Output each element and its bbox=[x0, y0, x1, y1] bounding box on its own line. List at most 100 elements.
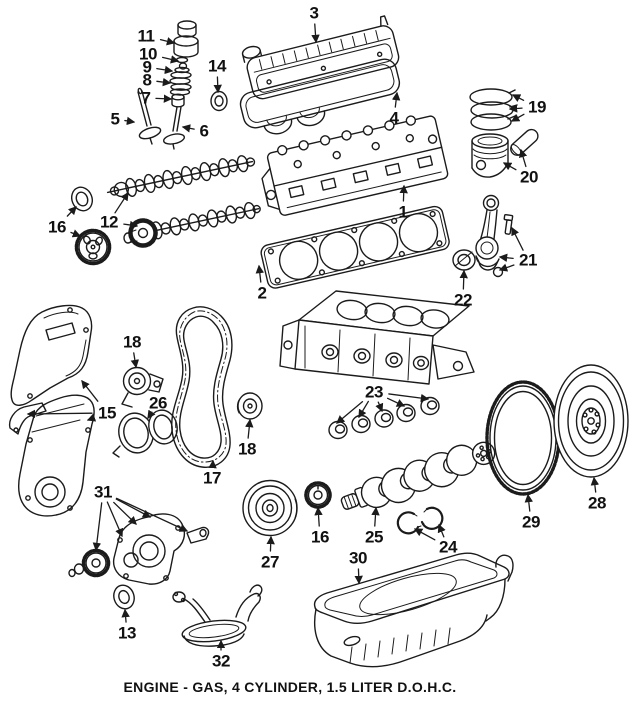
grommet-seal-drawing bbox=[210, 90, 228, 112]
idler-pulley-drawing bbox=[236, 392, 263, 420]
camshaft-sprocket-drawing bbox=[123, 218, 158, 248]
rod-bearing-drawing bbox=[452, 249, 476, 271]
crankshaft-drawing bbox=[340, 441, 496, 510]
callout-label-30: 30 bbox=[349, 548, 367, 568]
leader-line-31 bbox=[92, 502, 103, 552]
piston-pin-drawing bbox=[510, 128, 539, 156]
callout-label-22: 22 bbox=[454, 290, 472, 310]
seal-pair-drawing bbox=[112, 409, 178, 458]
leader-line-20 bbox=[518, 148, 528, 168]
callout-label-16: 16 bbox=[311, 527, 329, 547]
leader-line-27 bbox=[266, 535, 275, 552]
leader-line-11 bbox=[159, 37, 176, 46]
callout-label-12: 12 bbox=[100, 212, 118, 232]
callout-label-14: 14 bbox=[208, 56, 226, 76]
leader-line-5 bbox=[124, 116, 136, 126]
leader-line-31 bbox=[115, 498, 152, 518]
leader-line-18 bbox=[130, 352, 140, 369]
callout-label-3: 3 bbox=[309, 3, 319, 23]
callout-label-29: 29 bbox=[522, 512, 540, 532]
callout-label-20: 20 bbox=[520, 167, 538, 187]
callout-label-18: 18 bbox=[123, 332, 141, 352]
callout-label-7: 7 bbox=[141, 88, 151, 108]
callout-label-17: 17 bbox=[203, 468, 221, 488]
piston-drawing bbox=[471, 133, 509, 178]
leader-line-23 bbox=[336, 400, 364, 424]
leader-line-7 bbox=[155, 94, 173, 103]
leader-line-16 bbox=[70, 229, 82, 238]
diagram-caption: ENGINE - GAS, 4 CYLINDER, 1.5 LITER D.O.… bbox=[123, 679, 457, 695]
callout-label-6: 6 bbox=[199, 121, 209, 141]
timing-cover-upper-drawing bbox=[10, 304, 93, 406]
callout-label-24: 24 bbox=[439, 537, 457, 557]
leader-line-8 bbox=[156, 77, 172, 87]
snap-rings-drawing bbox=[396, 506, 444, 535]
callout-label-23: 23 bbox=[365, 382, 383, 402]
callout-label-18: 18 bbox=[238, 439, 256, 459]
callout-leader-lines bbox=[26, 23, 600, 651]
leader-line-23 bbox=[388, 393, 430, 403]
valve-spring-drawing bbox=[169, 66, 192, 96]
leader-line-31 bbox=[113, 501, 137, 525]
leader-line-18 bbox=[245, 418, 254, 439]
leader-line-25 bbox=[371, 506, 380, 527]
callout-label-15: 15 bbox=[98, 403, 116, 423]
leader-line-15 bbox=[26, 409, 93, 419]
leader-line-22 bbox=[459, 269, 468, 290]
leader-line-12 bbox=[114, 191, 129, 214]
leader-line-12 bbox=[123, 220, 139, 230]
leader-line-6 bbox=[181, 124, 195, 133]
leader-line-9 bbox=[156, 65, 174, 75]
camshaft-gear-drawing bbox=[74, 228, 112, 266]
callout-label-13: 13 bbox=[118, 623, 136, 643]
callout-label-1: 1 bbox=[398, 202, 408, 222]
leader-line-16 bbox=[314, 506, 323, 527]
cylinder-head-drawing bbox=[261, 115, 449, 216]
timing-belt-drawing bbox=[171, 306, 233, 468]
ring-gear-drawing bbox=[485, 380, 561, 496]
leader-line-4 bbox=[391, 91, 401, 108]
leader-line-19 bbox=[511, 94, 525, 102]
callout-label-11: 11 bbox=[137, 26, 155, 46]
callout-label-26: 26 bbox=[149, 393, 167, 413]
callout-label-31: 31 bbox=[94, 482, 112, 502]
callout-label-19: 19 bbox=[528, 97, 546, 117]
camshaft-seal-drawing bbox=[70, 186, 94, 212]
leader-line-21 bbox=[511, 226, 524, 251]
leader-line-3 bbox=[311, 23, 320, 44]
timing-cover-bracket-drawing bbox=[8, 402, 47, 435]
leader-line-16 bbox=[66, 206, 77, 217]
callout-label-32: 32 bbox=[212, 651, 230, 671]
front-seal-drawing bbox=[113, 584, 135, 610]
valve-cover-drawing bbox=[241, 15, 400, 100]
callout-label-25: 25 bbox=[365, 527, 383, 547]
main-bearings-drawing bbox=[328, 396, 440, 440]
crank-gear-drawing bbox=[304, 481, 332, 509]
callout-label-28: 28 bbox=[588, 493, 606, 513]
oil-pump-drawing bbox=[68, 513, 210, 585]
leader-line-21 bbox=[498, 253, 514, 262]
leader-line-21 bbox=[498, 263, 515, 272]
leader-line-2 bbox=[255, 264, 264, 283]
valve-seal-drawing bbox=[171, 93, 185, 108]
callout-label-16: 16 bbox=[48, 217, 66, 237]
leader-line-23 bbox=[375, 401, 384, 413]
oil-pickup-drawing bbox=[172, 584, 263, 647]
callout-label-27: 27 bbox=[261, 552, 279, 572]
camshaft-exhaust-drawing bbox=[150, 201, 261, 240]
leader-line-15 bbox=[81, 380, 99, 402]
callout-label-5: 5 bbox=[110, 109, 120, 129]
valve-lifter-drawing bbox=[173, 20, 199, 58]
leader-line-19 bbox=[510, 113, 525, 122]
leader-line-23 bbox=[358, 400, 369, 419]
connecting-rod-drawing bbox=[475, 194, 514, 278]
leader-line-1 bbox=[399, 184, 408, 202]
oil-pan-drawing bbox=[313, 552, 514, 668]
leader-line-31 bbox=[115, 497, 189, 532]
intake-valve-drawing bbox=[162, 106, 186, 150]
leader-line-14 bbox=[213, 76, 222, 94]
head-gasket-drawing bbox=[260, 205, 450, 289]
leader-line-30 bbox=[354, 568, 363, 585]
